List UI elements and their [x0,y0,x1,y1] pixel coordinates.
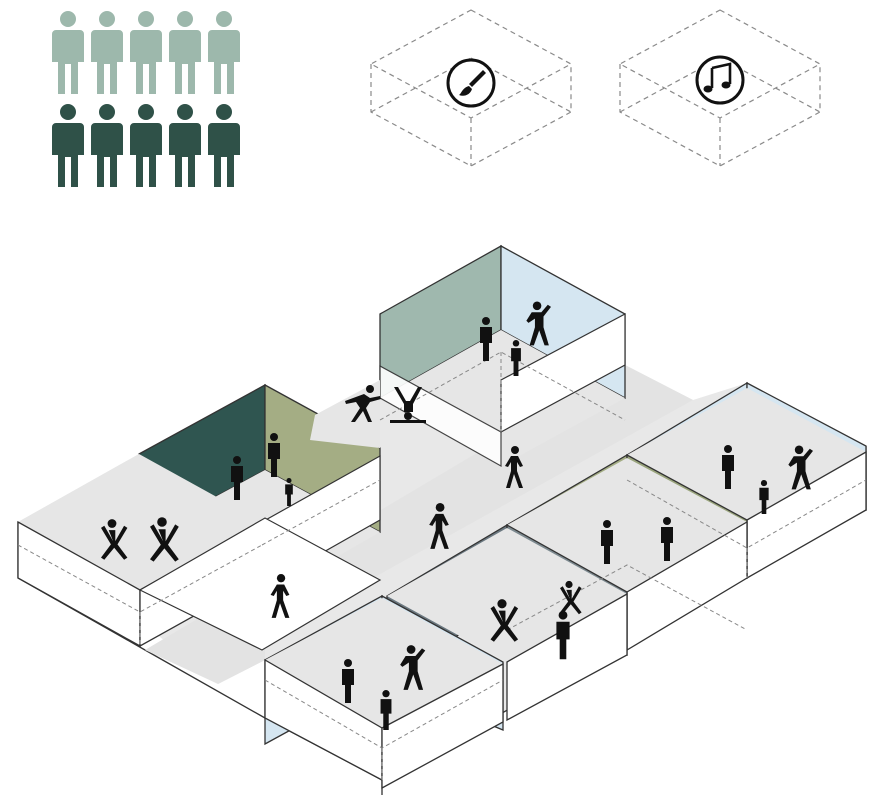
music-note-icon [695,55,745,105]
room-top-blue [379,244,626,468]
person-icon-light [130,11,162,94]
person-icon-dark [208,104,240,187]
occupancy-legend [52,11,240,187]
person-icon-light [169,11,201,94]
hidden-edges [17,351,867,780]
paintbrush-icon [446,58,496,108]
person-icon-light [208,11,240,94]
person-icon-light [52,11,84,94]
person-icon-dark [52,104,84,187]
music-activity-cube [618,9,822,167]
person-icon-dark [91,104,123,187]
person-icon-dark [169,104,201,187]
art-activity-cube [369,9,573,167]
person-icon-light [91,11,123,94]
person-icon-dark [130,104,162,187]
